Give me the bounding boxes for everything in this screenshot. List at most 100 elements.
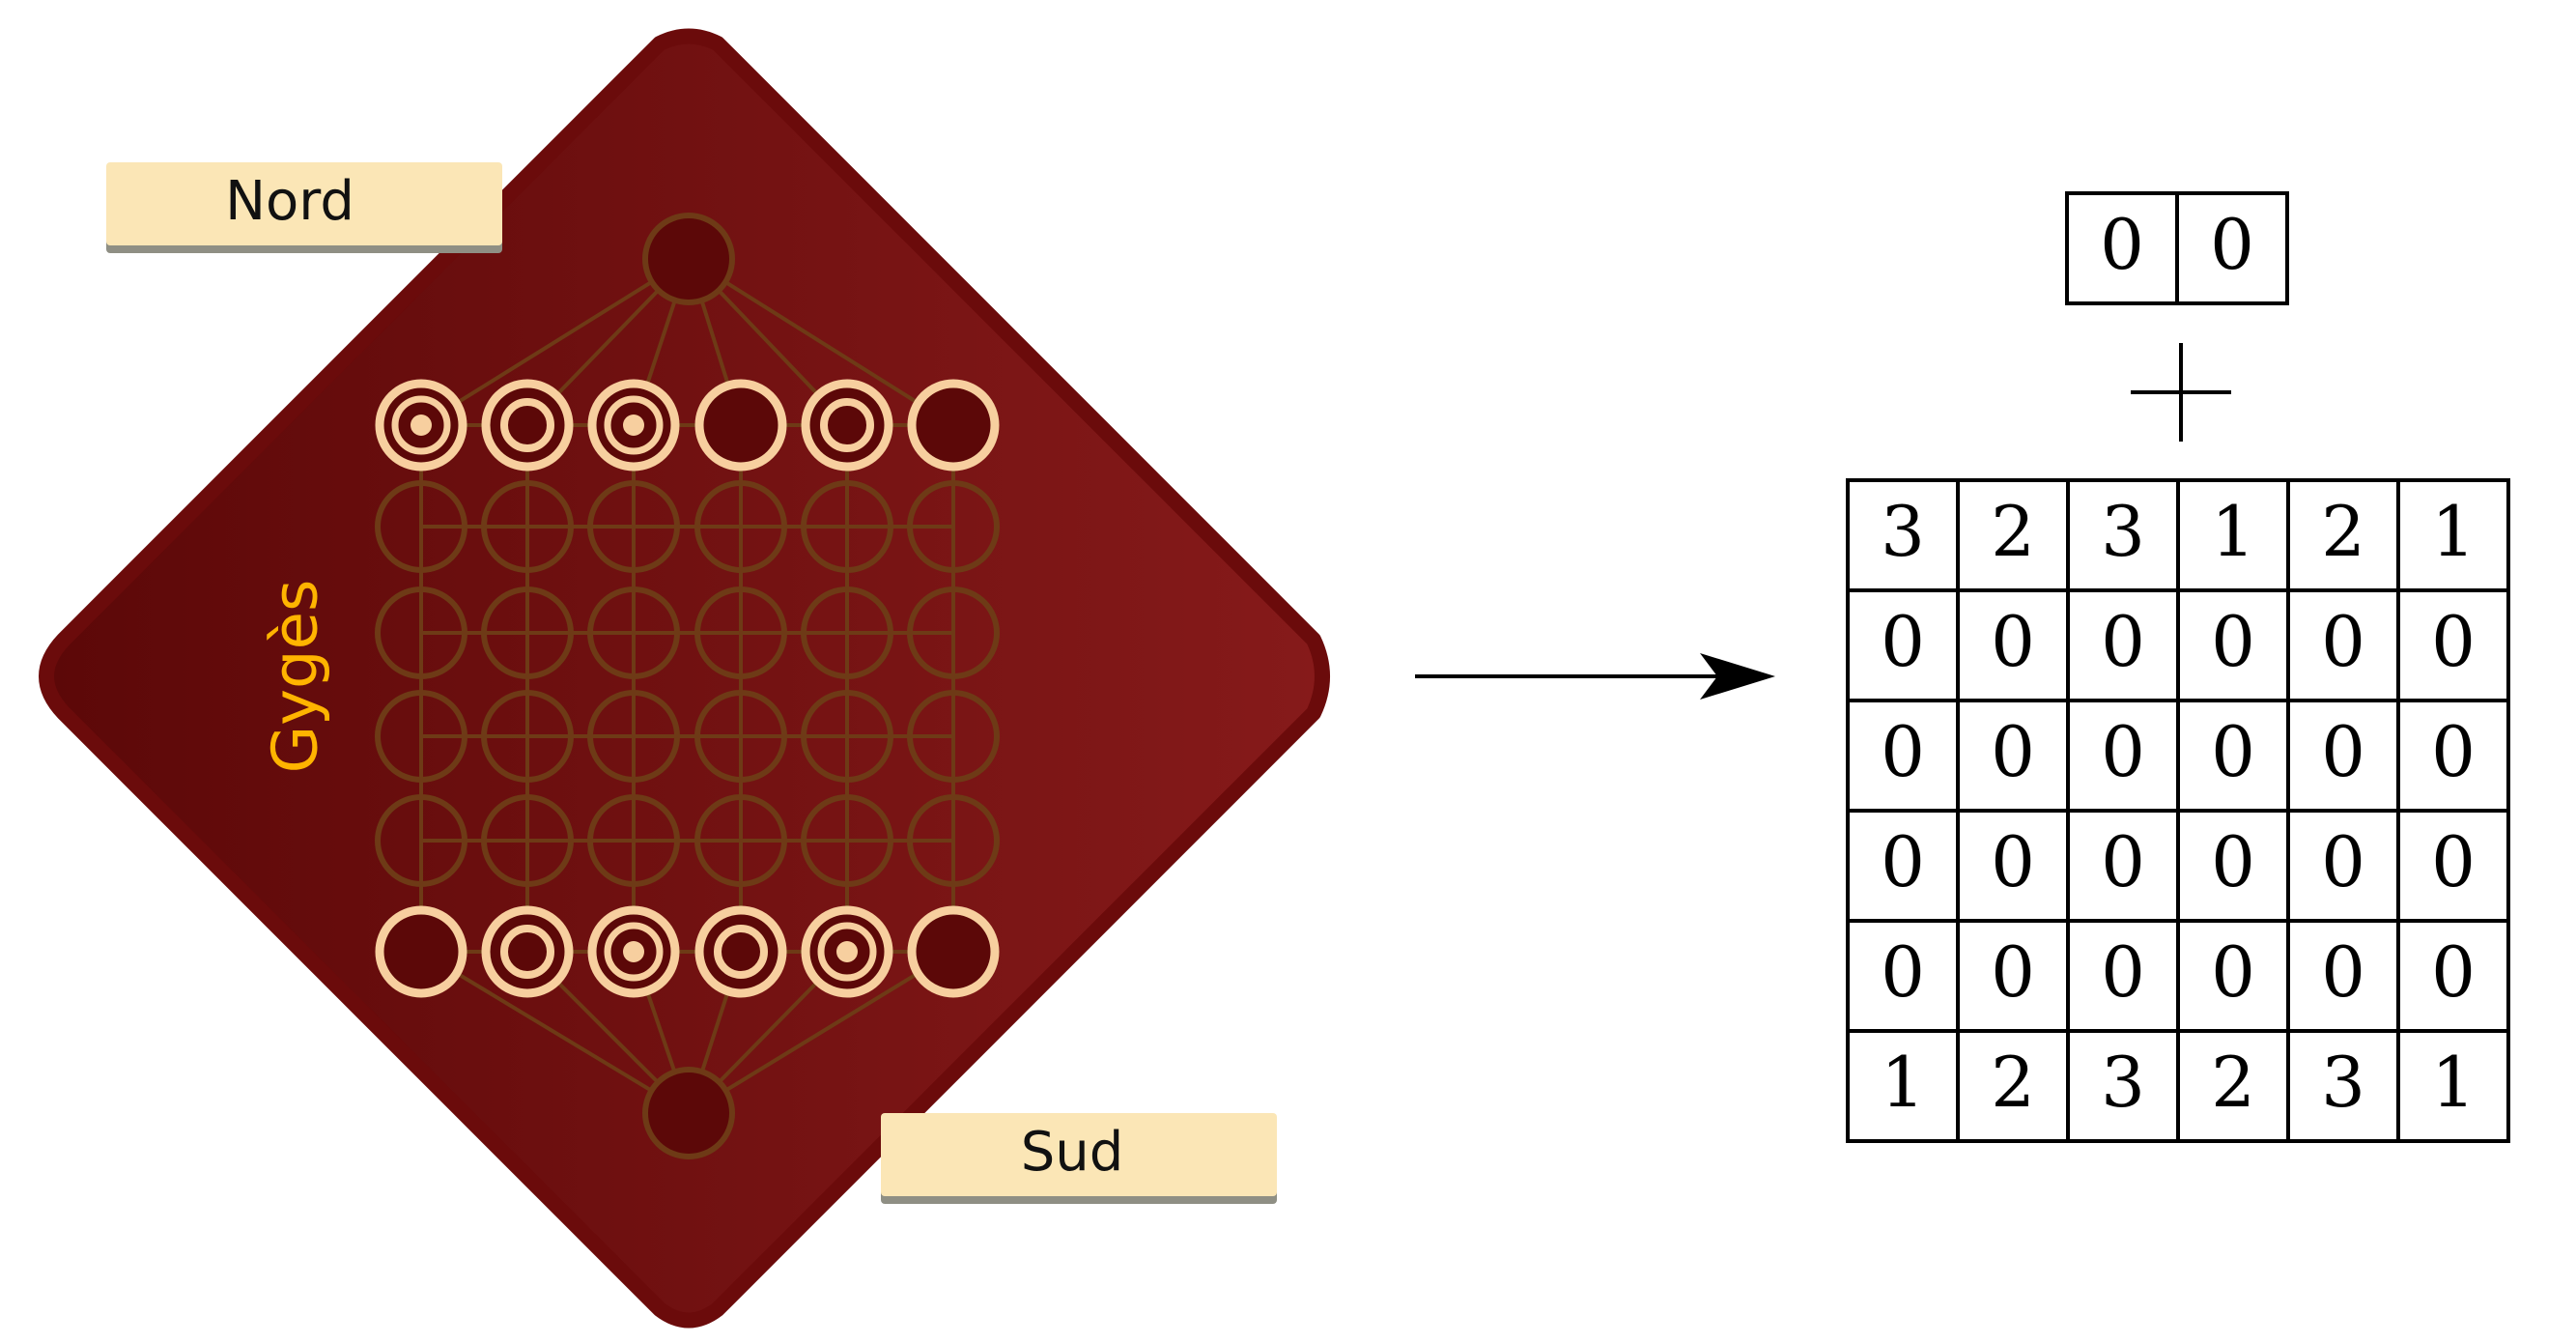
matrix-cell-value: 0 bbox=[2431, 711, 2476, 792]
empty-slot bbox=[694, 690, 787, 783]
empty-slot bbox=[907, 586, 1000, 679]
empty-slot bbox=[587, 480, 680, 573]
matrix-cell-value: 3 bbox=[2321, 1042, 2365, 1123]
board-diamond bbox=[39, 28, 1330, 1329]
brand-logo: Gygès bbox=[261, 580, 332, 774]
matrix-cell bbox=[2286, 588, 2400, 702]
matrix-cell-value: 0 bbox=[2431, 821, 2476, 902]
south-goal-slot bbox=[642, 1067, 735, 1159]
matrix-cell-value: 0 bbox=[1991, 821, 2035, 902]
matrix-cell-value: 0 bbox=[2101, 711, 2145, 792]
empty-slot bbox=[587, 690, 680, 783]
empty-slot bbox=[481, 690, 574, 783]
matrix-cell-value: 1 bbox=[2431, 491, 2476, 572]
matrix-cell bbox=[2396, 1029, 2510, 1143]
matrix-cell-value: 3 bbox=[1881, 491, 1925, 572]
piece-3-ring bbox=[817, 922, 877, 982]
goal-cell-value: 0 bbox=[2210, 204, 2254, 285]
piece-2-ring bbox=[714, 925, 768, 979]
home-row-slot bbox=[694, 379, 787, 472]
matrix-cell-value: 0 bbox=[1881, 821, 1925, 902]
matrix-cell bbox=[2396, 809, 2510, 923]
empty-slot bbox=[907, 690, 1000, 783]
matrix-cell-value: 0 bbox=[2211, 601, 2255, 682]
home-row-slot bbox=[481, 379, 574, 472]
north-label-text: Nord bbox=[225, 170, 354, 233]
matrix-cell-value: 2 bbox=[2211, 1042, 2255, 1123]
piece-3-ring bbox=[604, 922, 664, 982]
goal-cell-value: 0 bbox=[2100, 204, 2144, 285]
matrix-cell-value: 0 bbox=[2431, 931, 2476, 1013]
matrix-cell-value: 0 bbox=[2431, 601, 2476, 682]
south-label-text: Sud bbox=[1021, 1121, 1124, 1184]
piece-3-ring bbox=[604, 395, 664, 455]
empty-slot bbox=[801, 794, 893, 887]
matrix-cell bbox=[2066, 809, 2180, 923]
matrix-cell-value: 0 bbox=[1991, 601, 2035, 682]
home-row-slot bbox=[375, 905, 467, 998]
matrix-cell-value: 0 bbox=[1991, 711, 2035, 792]
matrix-cell-value: 0 bbox=[2211, 711, 2255, 792]
empty-slot bbox=[375, 690, 467, 783]
matrix-cell bbox=[2396, 699, 2510, 813]
matrix-cell bbox=[2286, 809, 2400, 923]
matrix-cell-value: 0 bbox=[2101, 931, 2145, 1013]
plus-sign bbox=[2131, 343, 2231, 442]
matrix-cell-value: 0 bbox=[1881, 931, 1925, 1013]
matrix-cell-value: 0 bbox=[1881, 711, 1925, 792]
transform-arrow bbox=[1415, 653, 1775, 700]
matrix-cell-value: 2 bbox=[2321, 491, 2365, 572]
empty-slot bbox=[694, 586, 787, 679]
piece-2-ring bbox=[820, 398, 874, 452]
matrix-cell-value: 3 bbox=[2101, 1042, 2145, 1123]
home-row-slot bbox=[907, 379, 1000, 472]
matrix-cell bbox=[2176, 699, 2290, 813]
matrix-cell-value: 3 bbox=[2101, 491, 2145, 572]
empty-slot bbox=[375, 480, 467, 573]
matrix-cell bbox=[2066, 478, 2180, 592]
matrix-cell bbox=[1956, 699, 2070, 813]
empty-slot bbox=[694, 794, 787, 887]
matrix-cell-value: 0 bbox=[2101, 821, 2145, 902]
south-label: Sud bbox=[881, 1113, 1277, 1204]
matrix-cell bbox=[1956, 1029, 2070, 1143]
piece-3-ring bbox=[391, 395, 451, 455]
matrix-cell-value: 0 bbox=[1881, 601, 1925, 682]
matrix-cell-value: 1 bbox=[2211, 491, 2255, 572]
piece-2-ring bbox=[500, 925, 554, 979]
goal-cell bbox=[2175, 191, 2289, 305]
matrix-cell bbox=[2286, 919, 2400, 1033]
matrix-cell-value: 1 bbox=[2431, 1042, 2476, 1123]
matrix-cell bbox=[2176, 809, 2290, 923]
matrix-cell-value: 0 bbox=[2101, 601, 2145, 682]
empty-slot bbox=[801, 690, 893, 783]
empty-slot bbox=[587, 586, 680, 679]
empty-slot bbox=[801, 480, 893, 573]
matrix-cell-value: 1 bbox=[1881, 1042, 1925, 1123]
home-row-slot bbox=[694, 905, 787, 998]
goal-cell bbox=[2065, 191, 2179, 305]
matrix-cell bbox=[1846, 588, 1960, 702]
matrix-cell-value: 2 bbox=[1991, 1042, 2035, 1123]
matrix-cell-value: 0 bbox=[2211, 931, 2255, 1013]
matrix-cell bbox=[2176, 588, 2290, 702]
home-row-slot bbox=[907, 905, 1000, 998]
empty-slot bbox=[375, 586, 467, 679]
matrix-cell bbox=[1846, 809, 1960, 923]
home-row-slot bbox=[481, 905, 574, 998]
board-line bbox=[687, 257, 955, 427]
home-row-slot bbox=[801, 379, 893, 472]
empty-slot bbox=[481, 794, 574, 887]
board-line bbox=[687, 950, 955, 1115]
empty-slot bbox=[694, 480, 787, 573]
matrix-cell-value: 2 bbox=[1991, 491, 2035, 572]
north-label: Nord bbox=[106, 162, 502, 253]
matrix-cell bbox=[2396, 588, 2510, 702]
board-line bbox=[419, 950, 691, 1115]
matrix-cell-value: 0 bbox=[2321, 601, 2365, 682]
matrix-cell-value: 0 bbox=[1991, 931, 2035, 1013]
piece-2-ring bbox=[500, 398, 554, 452]
matrix-cell-value: 0 bbox=[2321, 711, 2365, 792]
